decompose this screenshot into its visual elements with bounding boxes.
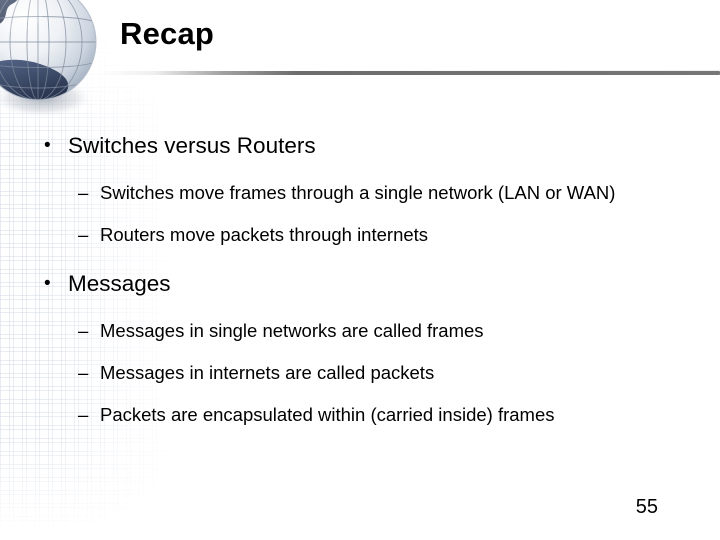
bullet-level1-text: Messages bbox=[68, 271, 171, 296]
slide-body: • Switches versus Routers – Switches mov… bbox=[38, 131, 703, 427]
dash-icon: – bbox=[78, 224, 89, 245]
spacer bbox=[38, 247, 703, 269]
bullet-level2: – Messages in single networks are called… bbox=[38, 318, 703, 343]
spacer bbox=[38, 343, 703, 360]
title-divider bbox=[98, 71, 720, 75]
page-number: 55 bbox=[635, 496, 658, 518]
slide-header: Recap bbox=[0, 12, 720, 70]
dash-icon: – bbox=[78, 320, 89, 341]
bullet-level2-text: Packets are encapsulated within (carried… bbox=[100, 404, 555, 425]
bullet-level2-text: Messages in internets are called packets bbox=[100, 362, 435, 383]
bullet-level2: – Routers move packets through internets bbox=[38, 222, 703, 247]
bullet-level1: • Messages bbox=[38, 269, 703, 299]
bullet-level2-text: Routers move packets through internets bbox=[100, 224, 429, 245]
bullet-level1-text: Switches versus Routers bbox=[68, 133, 316, 158]
bullet-dot-icon: • bbox=[44, 273, 51, 294]
bullet-level1: • Switches versus Routers bbox=[38, 131, 703, 161]
spacer bbox=[38, 301, 703, 318]
dash-icon: – bbox=[78, 182, 89, 203]
bullet-level2-text: Messages in single networks are called f… bbox=[100, 320, 484, 341]
bullet-level2-text: Switches move frames through a single ne… bbox=[100, 182, 616, 203]
dash-icon: – bbox=[78, 404, 89, 425]
spacer bbox=[38, 163, 703, 180]
bullet-level2: – Messages in internets are called packe… bbox=[38, 360, 703, 385]
bullet-level2: – Switches move frames through a single … bbox=[38, 180, 703, 205]
title-divider-highlight bbox=[98, 70, 720, 71]
spacer bbox=[38, 205, 703, 222]
dash-icon: – bbox=[78, 362, 89, 383]
bullet-level2: – Packets are encapsulated within (carri… bbox=[38, 402, 703, 427]
page-title: Recap bbox=[120, 16, 215, 51]
bullet-dot-icon: • bbox=[44, 135, 51, 156]
spacer bbox=[38, 385, 703, 402]
